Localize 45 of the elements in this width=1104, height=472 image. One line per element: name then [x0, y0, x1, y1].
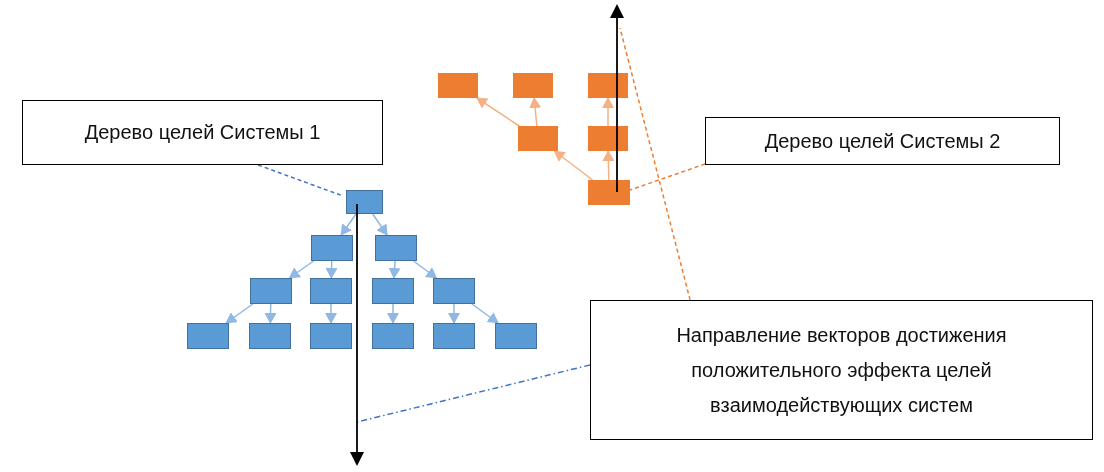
goal-box	[310, 278, 352, 304]
callout-box	[705, 117, 1060, 165]
goal-box	[346, 190, 383, 214]
callout-box	[22, 100, 383, 165]
goal-box	[438, 73, 478, 98]
goal-box	[513, 73, 553, 98]
goal-box	[250, 278, 292, 304]
callout-box	[590, 300, 1093, 440]
callout-text: Направление векторов достижения положительного эффекта целей взаимодействующих систем	[675, 322, 1008, 418]
arrow	[288, 260, 315, 279]
leader-line	[629, 163, 706, 191]
arrow	[476, 97, 520, 127]
arrow	[412, 260, 438, 279]
goal-box	[311, 235, 353, 261]
leader-line	[619, 27, 691, 301]
arrow	[602, 150, 615, 181]
arrow	[529, 97, 542, 127]
arrow	[340, 213, 357, 236]
leader-line	[257, 164, 344, 197]
arrow	[553, 150, 594, 181]
arrow	[325, 260, 338, 279]
goal-box	[433, 323, 475, 349]
callout-text: Дерево целей Системы 1	[84, 120, 321, 145]
arrow	[471, 303, 499, 324]
goal-box	[588, 126, 628, 151]
goal-box	[495, 323, 537, 349]
goal-box	[372, 323, 414, 349]
arrow	[602, 97, 614, 127]
arrow	[325, 303, 337, 324]
arrow	[448, 303, 460, 324]
goal-box	[372, 278, 414, 304]
arrow	[387, 303, 399, 324]
goal-box	[433, 278, 475, 304]
goal-box	[588, 180, 630, 205]
arrow	[225, 303, 254, 324]
goal-box	[249, 323, 291, 349]
arrow	[388, 260, 401, 279]
arrow	[371, 213, 388, 236]
goal-box	[187, 323, 229, 349]
goal-box	[375, 235, 417, 261]
arrow	[264, 303, 277, 324]
goal-box	[518, 126, 558, 151]
goal-box	[588, 73, 628, 98]
callout-text: Дерево целей Системы 2	[764, 128, 1001, 154]
goal-box	[310, 323, 352, 349]
